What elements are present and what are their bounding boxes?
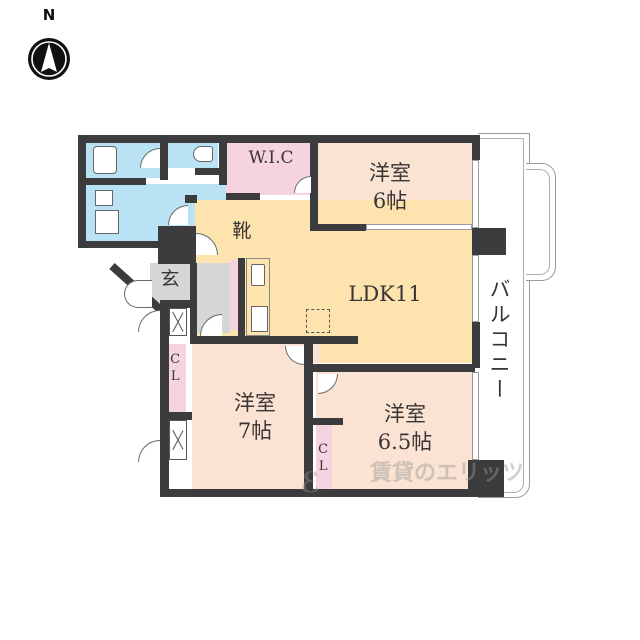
western-room-6-5-label-line2: 6.5帖	[377, 430, 433, 454]
north-arrow-icon	[28, 38, 70, 80]
wall-wic-bottom	[226, 193, 260, 200]
storage-cross-lower	[169, 420, 187, 460]
wall-ldk-partition	[190, 336, 358, 344]
western-room-7-label-line1: 洋室	[234, 391, 276, 415]
wall-ldk-room65	[313, 364, 475, 372]
western-room-6-5-label-line1: 洋室	[384, 402, 426, 426]
wall-top	[78, 135, 478, 143]
shoe-storage-label: 靴	[232, 220, 252, 242]
western-room-6-label-line1: 洋室	[369, 161, 411, 185]
wall-left-upper	[78, 135, 86, 247]
storage-cross-upper	[169, 308, 187, 336]
wall-room7-room65	[304, 344, 313, 494]
wall-shoe-right	[238, 258, 245, 338]
wall-bottom	[160, 489, 503, 497]
wall-cl2-top	[313, 418, 343, 425]
stove-icon	[251, 306, 268, 332]
toilet-icon	[193, 146, 213, 162]
closet-1-label: CL	[167, 352, 183, 386]
watermark-logo-icon: ℰ	[300, 466, 321, 499]
ldk-label: LDK11	[348, 282, 422, 306]
kitchen-counter	[246, 258, 270, 336]
wall-bottom-wet	[78, 241, 158, 248]
wall-room6-bottom	[310, 224, 366, 231]
wall-right-mid-pier	[472, 228, 506, 255]
compass-north-label: N	[42, 6, 56, 24]
watermark: 賃貸のエリッツ	[370, 461, 525, 486]
wall-entry-bottom	[160, 300, 196, 308]
wall-right-bottom-pier	[468, 460, 504, 497]
sliding-door-room6	[366, 224, 472, 230]
wall-cl1-bottom	[160, 412, 192, 420]
wall-wash-ldk	[185, 195, 197, 203]
balcony-bump-inner	[526, 169, 550, 275]
closet-1	[168, 344, 186, 412]
shoe-storage	[230, 260, 238, 330]
wall-left-lower	[160, 302, 169, 497]
balcony	[478, 133, 530, 498]
wall-wic-room6	[310, 135, 318, 227]
wall-right-lower-pier	[472, 322, 480, 368]
door-front-entrance[interactable]	[124, 280, 152, 308]
bathtub-icon	[93, 146, 117, 174]
wall-toilet-wic	[219, 135, 227, 185]
window-ldk-east	[472, 255, 479, 322]
western-room-7	[192, 344, 304, 489]
wall-toilet-bottom	[195, 168, 225, 175]
wall-bath-wash	[86, 178, 146, 185]
ceiling-vent-icon	[306, 309, 330, 333]
wall-bath-toilet	[160, 135, 168, 180]
entrance-label: 玄	[160, 268, 180, 290]
closet-2-label: CL	[315, 442, 331, 476]
balcony-label: バルコニー	[487, 278, 512, 403]
closet-2	[316, 425, 332, 489]
wall-right-top-pier	[472, 135, 480, 160]
window-room65-east	[472, 372, 479, 460]
door-storage-small[interactable]	[138, 310, 160, 332]
window-room6-east	[472, 160, 479, 228]
wic-label: W.I.C	[248, 148, 294, 168]
sink-icon	[95, 190, 113, 206]
western-room-7-label-line2: 7帖	[237, 419, 273, 443]
compass: N	[24, 6, 74, 88]
wall-entry-block	[158, 226, 196, 264]
kitchen-sink-icon	[251, 264, 265, 286]
door-lower-left[interactable]	[138, 440, 160, 462]
balcony-bump	[526, 163, 556, 281]
western-room-6-label-line2: 6帖	[372, 189, 408, 213]
washing-machine-icon	[95, 210, 119, 234]
western-room-6-5	[316, 372, 473, 489]
